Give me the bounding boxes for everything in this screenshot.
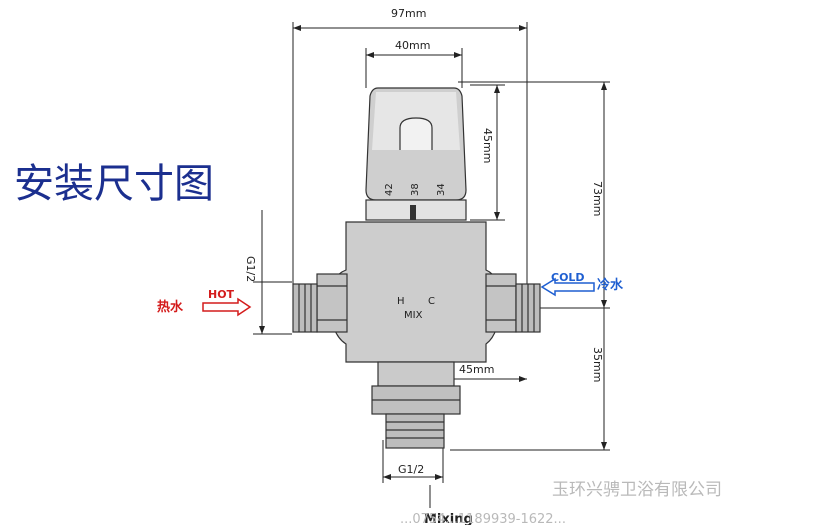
diagram-title: 安装尺寸图 — [14, 161, 214, 207]
body-mark-cold: C — [428, 296, 435, 307]
dial-mark-1: 42 — [384, 183, 395, 196]
hot-label-en: HOT — [208, 288, 235, 301]
outlet-label: Mixing — [424, 512, 473, 525]
dim-inlet-thread: G1/2 — [244, 256, 257, 282]
valve-body — [292, 87, 541, 449]
cold-label-en: COLD — [551, 271, 585, 284]
dim-outlet-offset: 45mm — [459, 363, 494, 376]
dial-mark-2: 38 — [410, 183, 421, 196]
hot-arrow-icon — [202, 297, 252, 317]
dimension-arrowheads — [259, 25, 607, 480]
watermark-phone: ...0754...1189939-1622... — [400, 512, 566, 525]
dimension-lines — [253, 22, 610, 508]
dim-overall-width: 97mm — [391, 7, 426, 20]
watermark-company: 玉环兴骋卫浴有限公司 — [552, 480, 722, 500]
dial-mark-3: 34 — [436, 183, 447, 196]
body-mark-hot: H — [397, 296, 405, 307]
hot-label-cn: 热水 — [157, 299, 184, 315]
dim-bottom-height: 35mm — [591, 347, 604, 382]
body-mark-mix: MIX — [404, 310, 423, 321]
dim-handle-height: 45mm — [481, 128, 494, 163]
cold-arrow-icon — [540, 277, 595, 297]
dim-outlet-thread: G1/2 — [398, 463, 424, 476]
dim-handle-width: 40mm — [395, 39, 430, 52]
cold-label-cn: 冷水 — [597, 277, 624, 293]
dim-total-height: 73mm — [591, 181, 604, 216]
